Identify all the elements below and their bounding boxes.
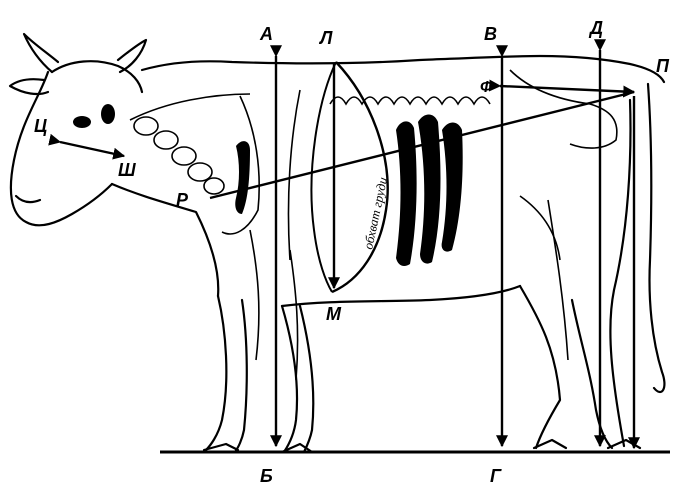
head-marks (73, 104, 115, 128)
line-head-width (60, 142, 124, 156)
label-G: Г (490, 466, 502, 486)
label-Sh: Ш (118, 160, 136, 180)
label-V: В (484, 24, 497, 44)
label-A: А (259, 24, 273, 44)
label-L: Л (318, 28, 333, 48)
label-P: П (656, 56, 670, 76)
label-D: Д (588, 18, 603, 38)
measurement-lines (60, 50, 634, 448)
ribs (235, 115, 462, 267)
label-M: М (326, 304, 342, 324)
line-rump-length (500, 86, 634, 92)
label-F: Ф (480, 79, 493, 96)
label-R: Р (176, 190, 189, 210)
label-B: Б (260, 466, 273, 486)
label-C: Ц (34, 116, 47, 136)
